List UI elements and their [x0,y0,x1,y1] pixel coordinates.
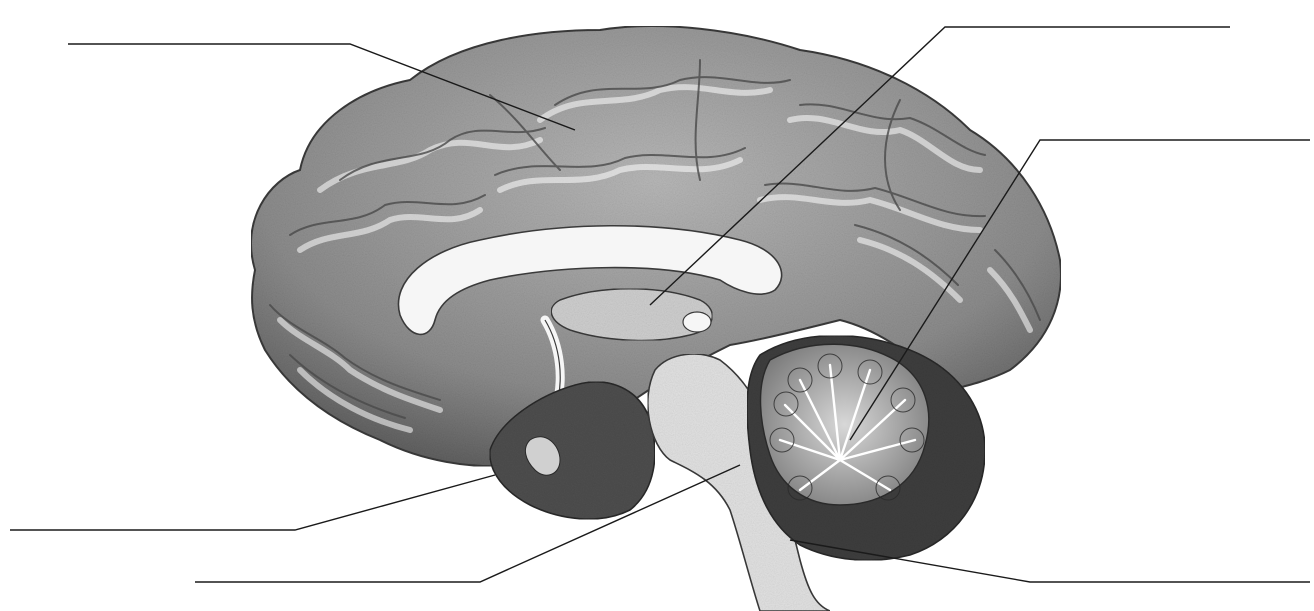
leader-line-temporal [10,475,495,530]
